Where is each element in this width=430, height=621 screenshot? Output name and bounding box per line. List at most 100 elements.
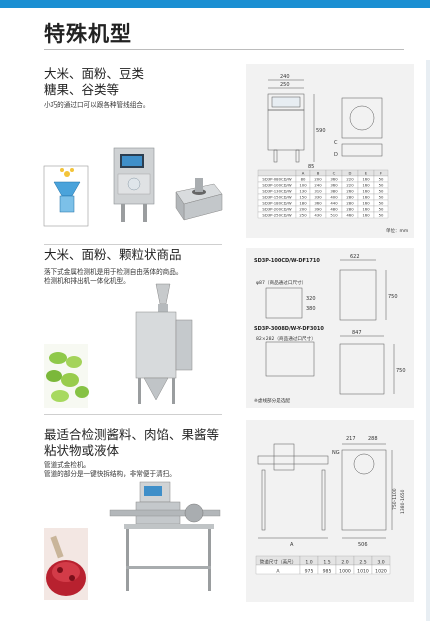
spec-table-1-value: 50 xyxy=(379,201,384,206)
dim-ng: NG xyxy=(332,450,340,456)
pipe-table-header: 1.0 xyxy=(305,560,312,566)
spec-table-1-value: 390 xyxy=(314,207,322,212)
spec-table-1-value: 360 xyxy=(330,183,338,188)
pipe-table-cell xyxy=(371,564,391,575)
edamame-photo xyxy=(44,344,89,408)
title-rule xyxy=(44,49,404,50)
spec-table-1-value: 220 xyxy=(346,177,354,182)
dim-506: 506 xyxy=(358,542,368,548)
spec-table-1-cell xyxy=(373,211,389,219)
spec-table-1-value: 310 xyxy=(314,189,322,194)
spec-table-1-value: 360 xyxy=(314,201,322,206)
spec-table-1-value: 260 xyxy=(346,189,354,194)
dim-590: 590 xyxy=(316,128,326,134)
pipeline-detector-image xyxy=(109,481,221,591)
spec-table-1-value: 160 xyxy=(362,195,370,200)
section3-heading: 最适合检测酱料、肉馅、果酱等 粘状物或液体 xyxy=(44,427,219,459)
spec-table-1-value: SD3P-200CD/W xyxy=(262,207,291,212)
drawing-pipe-end xyxy=(353,453,375,475)
spec-table-1-value: 280 xyxy=(346,207,354,212)
section2-description: 落下式金属检测机是用于检测自由落体的商品。 检测机和排出机一体化机型。 xyxy=(44,268,182,286)
dim-750-b: 750 xyxy=(396,368,406,374)
dim-847: 847 xyxy=(352,330,362,336)
spec-table-1-cell xyxy=(257,169,297,177)
dim-240: 240 xyxy=(280,74,290,80)
optional-note: ※虚线部分是选配 xyxy=(254,397,290,404)
spec-table-1-value: 50 xyxy=(379,195,384,200)
spec-table-1-value: 50 xyxy=(379,213,384,218)
spec-table-1-value: 430 xyxy=(314,213,322,218)
pipe-table-value: 975 xyxy=(305,569,314,575)
dim-320: 320 xyxy=(306,296,316,302)
spec-table-1-value: 160 xyxy=(362,177,370,182)
drop-detector-image xyxy=(135,283,193,404)
pipe-table-header: 1.5 xyxy=(323,560,330,566)
pipe-table-header: 3.0 xyxy=(377,560,384,566)
drawing-front-1 xyxy=(265,287,303,319)
spec-table-1-header: C xyxy=(333,171,336,176)
spec-table-1-value: 80 xyxy=(301,177,306,182)
spec-table-1-value: SD3P-250CD/W xyxy=(262,213,291,218)
spec-table-1-value: SD3P-080CD/W xyxy=(262,177,291,182)
spec-table-1-value: 440 xyxy=(330,201,338,206)
section2-desc-line1: 落下式金属检测机是用于检测自由落体的商品。 xyxy=(44,268,183,276)
dim-85: 85 xyxy=(308,164,314,170)
section2-illustrations xyxy=(44,283,193,408)
top-accent-bar xyxy=(0,0,430,8)
section2-divider xyxy=(44,414,222,415)
drawing-side-view xyxy=(341,143,383,157)
spec-table-1-value: 380 xyxy=(330,189,338,194)
spec-table-1-value: SD3P-180CD/W xyxy=(262,201,291,206)
compact-detector-image xyxy=(175,178,223,221)
spec-table-1-value: 160 xyxy=(362,183,370,188)
spec-table-1-value: 510 xyxy=(330,213,338,218)
spec-table-1-value: 480 xyxy=(330,207,338,212)
drawing-side-2 xyxy=(339,343,385,395)
drawing-top-view xyxy=(341,97,383,139)
hopper-illustration xyxy=(43,165,89,227)
section3-description: 管道式金检机。 管道的部分是一键快拆结构，非常便于清扫。 xyxy=(44,461,176,479)
model-label-1: SD3P-100CD/W-DF1710 xyxy=(254,258,320,264)
section1-divider xyxy=(44,244,222,245)
opening-label-2: 82×282（商品通过口尺寸） xyxy=(256,335,316,342)
spec-table-1-value: 200 xyxy=(299,207,307,212)
dim-1380-1650: 1380-1650 xyxy=(400,489,406,514)
spec-table-1-value: SD3P-130CD/W xyxy=(262,189,291,194)
spec-table-1-value: 160 xyxy=(362,189,370,194)
spec-table-1-value: 50 xyxy=(379,177,384,182)
spec-table-1-value: 160 xyxy=(362,213,370,218)
page-title: 特殊机型 xyxy=(44,22,132,46)
spec-table-1-value: 100 xyxy=(299,183,307,188)
spec-table-1-value: 280 xyxy=(346,201,354,206)
spec-table-1-value: 150 xyxy=(299,195,307,200)
unit-note: 单位：mm xyxy=(386,227,408,234)
dim-380: 380 xyxy=(306,306,316,312)
spec-table-1-header: F xyxy=(380,171,382,176)
spec-table-1-value: 130 xyxy=(299,189,307,194)
side-strip xyxy=(426,60,430,621)
drawing-front-2 xyxy=(265,341,315,377)
section2-desc-line2: 检测机和排出机一体化机型。 xyxy=(44,277,130,285)
drawing-side-frame xyxy=(341,449,387,531)
section1-heading: 大米、面粉、豆类 糖果、谷类等 xyxy=(44,66,144,98)
spec-table-1-value: 360 xyxy=(330,177,338,182)
spec-panel-3-drawing: 217 288 NG 750-1100 1380-1650 A 506 管道尺寸… xyxy=(255,436,406,575)
spec-table-1-value: 330 xyxy=(314,195,322,200)
spec-table-1-value: 400 xyxy=(330,195,338,200)
pipe-table-value: 1020 xyxy=(375,569,387,575)
spec-table-1-value: 160 xyxy=(362,201,370,206)
spec-table-1-value: 50 xyxy=(379,183,384,188)
tall-detector-image xyxy=(113,147,155,222)
spec-table-1-header: B xyxy=(317,171,320,176)
section3-heading-line1: 最适合检测酱料、肉馅、果酱等 xyxy=(44,427,220,442)
dim-250: 250 xyxy=(280,82,290,88)
dim-622: 622 xyxy=(350,254,360,260)
pipe-table-header: 2.5 xyxy=(359,560,366,566)
dim-c-label: C xyxy=(334,140,338,146)
pipe-table-header: 管道尺寸（英尺） xyxy=(260,559,297,566)
spec-table-1-value: 280 xyxy=(346,195,354,200)
section2-heading: 大米、面粉、颗粒状商品 xyxy=(44,247,182,262)
